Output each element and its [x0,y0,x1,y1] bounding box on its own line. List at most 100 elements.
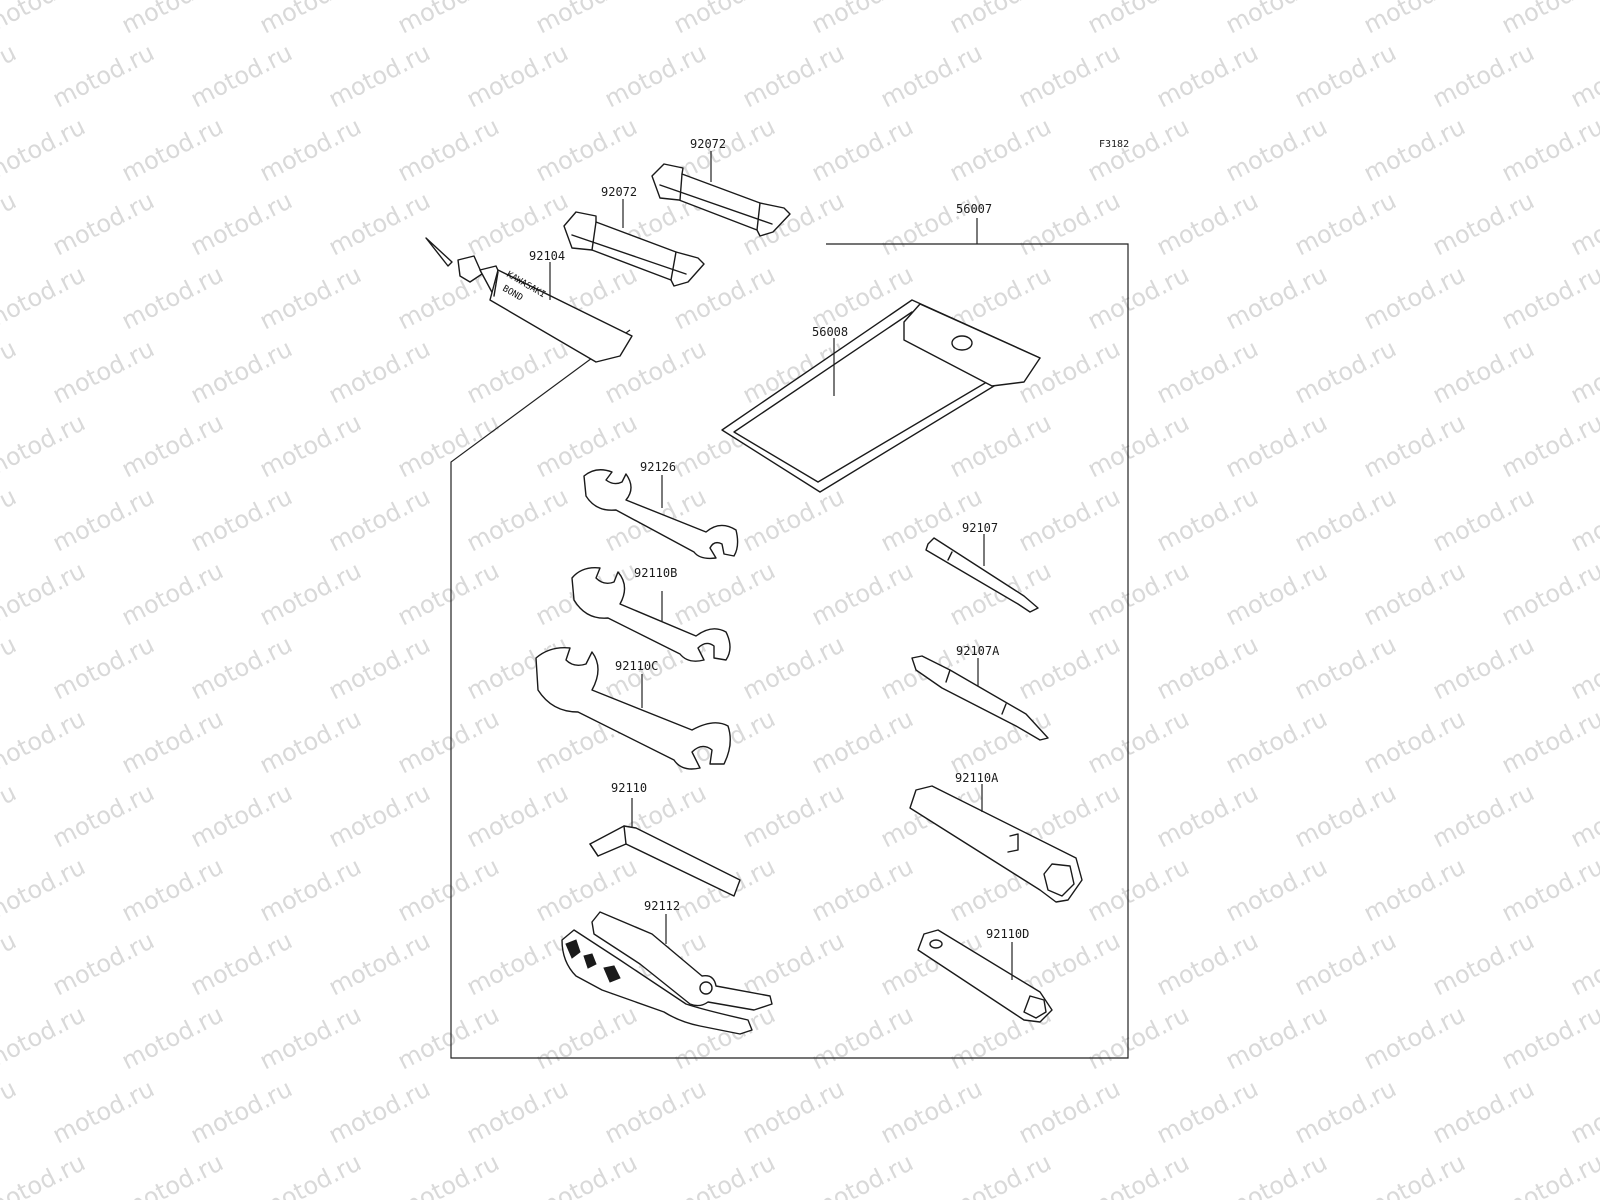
part-label: 92110 [611,781,647,795]
watermark-text: motod.ru [186,926,297,1001]
watermark-text: motod.ru [1221,1000,1332,1075]
screwdriver-bit-92107a[interactable]: 92107A [911,644,1049,741]
watermark-text: motod.ru [1290,1074,1401,1149]
watermark-text: motod.ru [1290,38,1401,113]
watermark-text: motod.ru [1014,38,1125,113]
watermark-text: motod.ru [531,408,642,483]
watermark-text: motod.ru [393,0,504,39]
watermark-text: motod.ru [48,630,159,705]
part-label: 92072 [601,185,637,199]
watermark-text: motod.ru [1497,260,1600,335]
watermark-text: motod.ru [0,334,21,409]
watermark-text: motod.ru [117,1000,228,1075]
watermark-text: motod.ru [48,334,159,409]
part-label: 56008 [812,325,848,339]
watermark-text: motod.ru [186,1074,297,1149]
watermark-text: motod.ru [117,556,228,631]
watermark-text: motod.ru [945,112,1056,187]
watermark-text: motod.ru [807,704,918,779]
watermark-text: motod.ru [393,112,504,187]
watermark-text: motod.ru [1221,408,1332,483]
watermark-text: motod.ru [1566,778,1600,853]
watermark-text: motod.ru [1221,0,1332,39]
strap-92072-lower[interactable]: 92072 [563,185,705,287]
box-spanner-92110a[interactable]: 92110A [909,771,1083,903]
watermark-text: motod.ru [1566,926,1600,1001]
watermark-text: motod.ru [669,556,780,631]
watermark-text: motod.ru [186,186,297,261]
watermark-text: motod.ru [0,926,21,1001]
watermark-text: motod.ru [1221,1148,1332,1200]
screwdriver-bit-92107[interactable]: 92107 [925,521,1039,613]
watermark-text: motod.ru [1083,408,1194,483]
watermark-text: motod.ru [255,260,366,335]
watermark-text: motod.ru [255,0,366,39]
watermark-text: motod.ru [669,1148,780,1200]
watermark-text: motod.ru [393,704,504,779]
watermark-text: motod.ru [0,556,90,631]
wrench-92126[interactable]: 92126 [583,460,739,560]
watermark-text: motod.ru [117,260,228,335]
part-label: 92110A [955,771,999,785]
bond-tube-92104[interactable]: KAWASAKI BOND 92104 [425,237,633,363]
watermark-text: motod.ru [393,556,504,631]
watermark-text: motod.ru [324,1074,435,1149]
watermark-text: motod.ru [1428,482,1539,557]
watermark-text: motod.ru [255,112,366,187]
watermark-text: motod.ru [48,482,159,557]
watermark-text: motod.ru [1221,852,1332,927]
watermark-text: motod.ru [117,112,228,187]
watermark-text: motod.ru [1566,334,1600,409]
box-spanner-92110d[interactable]: 92110D [917,927,1053,1023]
watermark-text: motod.ru [1428,1074,1539,1149]
hex-key-92110[interactable]: 92110 [589,781,741,897]
watermark-text: motod.ru [1152,38,1263,113]
watermark-text: motod.ru [1359,704,1470,779]
watermark-text: motod.ru [324,38,435,113]
watermark-text: motod.ru [1497,1000,1600,1075]
watermark-text: motod.ru [1428,334,1539,409]
wrench-92110b[interactable]: 92110B [571,566,731,662]
watermark-text: motod.ru [1359,408,1470,483]
watermark-text: motod.ru [1428,926,1539,1001]
watermark-text: motod.ru [1428,630,1539,705]
watermark-text: motod.ru [1083,1148,1194,1200]
watermark-text: motod.ru [1359,1148,1470,1200]
part-label: 92110B [634,566,677,580]
watermark-text: motod.ru [945,1148,1056,1200]
pliers-92112[interactable]: 92112 [561,899,773,1035]
watermark-text: motod.ru [255,852,366,927]
watermark-text: motod.ru [1497,1148,1600,1200]
watermark-text: motod.ru [1497,704,1600,779]
watermark-text: motod.ru [945,408,1056,483]
watermark-text: motod.ru [324,186,435,261]
watermark-text: motod.ru [324,334,435,409]
watermark-text: motod.ru [600,1074,711,1149]
strap-92072-top[interactable]: 92072 [651,137,791,237]
watermark-text: motod.ru [0,408,90,483]
watermark-text: motod.ru [1566,482,1600,557]
watermark-text: motod.ru [531,0,642,39]
wrench-92110c[interactable]: 92110C [535,647,731,770]
watermark-text: motod.ru [876,38,987,113]
watermark-text: motod.ru [324,630,435,705]
watermark-text: motod.ru [0,186,21,261]
watermark-text: motod.ru [1152,186,1263,261]
watermark-text: motod.ru [0,630,21,705]
watermark-text: motod.ru [0,112,90,187]
watermark-text: motod.ru [1290,186,1401,261]
watermark-text: motod.ru [1290,334,1401,409]
watermark-text: motod.ru [807,556,918,631]
watermark-text: motod.ru [48,38,159,113]
watermark-text: motod.ru [1152,926,1263,1001]
watermark-text: motod.ru [393,852,504,927]
watermark-text: motod.ru [1290,778,1401,853]
kit-label: 56007 [956,202,992,216]
watermark-text: motod.ru [1290,926,1401,1001]
watermark-text: motod.ru [1497,408,1600,483]
watermark-text: motod.ru [186,778,297,853]
watermark-text: motod.ru [1497,112,1600,187]
watermark-text: motod.ru [1497,556,1600,631]
tool-bag-56008[interactable]: 56008 [721,299,1041,493]
